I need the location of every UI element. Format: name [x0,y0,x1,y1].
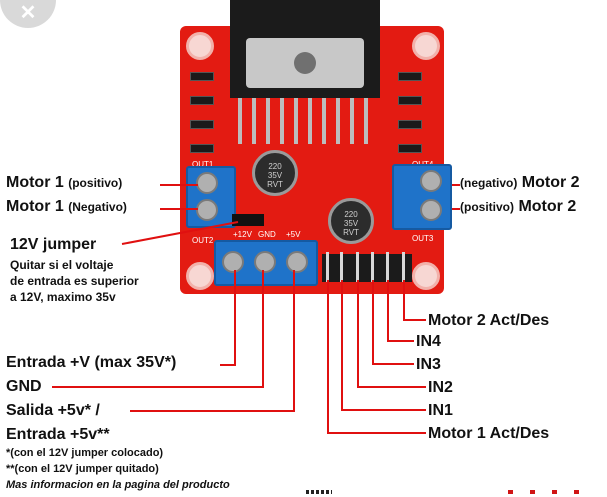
page-indicator [508,490,513,494]
leader-line [372,363,414,365]
leader-line [262,270,264,388]
page-indicator [530,490,535,494]
leader-line [403,280,405,321]
page-indicator [306,490,332,494]
leader-line [403,319,426,321]
page-indicator [574,490,579,494]
leader-line [372,280,374,365]
leader-line [387,280,389,342]
page-indicator [552,490,557,494]
leader-line [341,409,426,411]
leader-line [341,280,343,411]
leader-line [327,280,329,434]
leader-line [327,432,426,434]
leader-line [357,386,426,388]
leader-line [387,340,414,342]
leader-line [234,270,236,366]
leader-line [357,280,359,388]
leader-line [130,410,295,412]
leader-line [52,386,264,388]
leader-line [220,364,236,366]
leader-line [293,270,295,412]
